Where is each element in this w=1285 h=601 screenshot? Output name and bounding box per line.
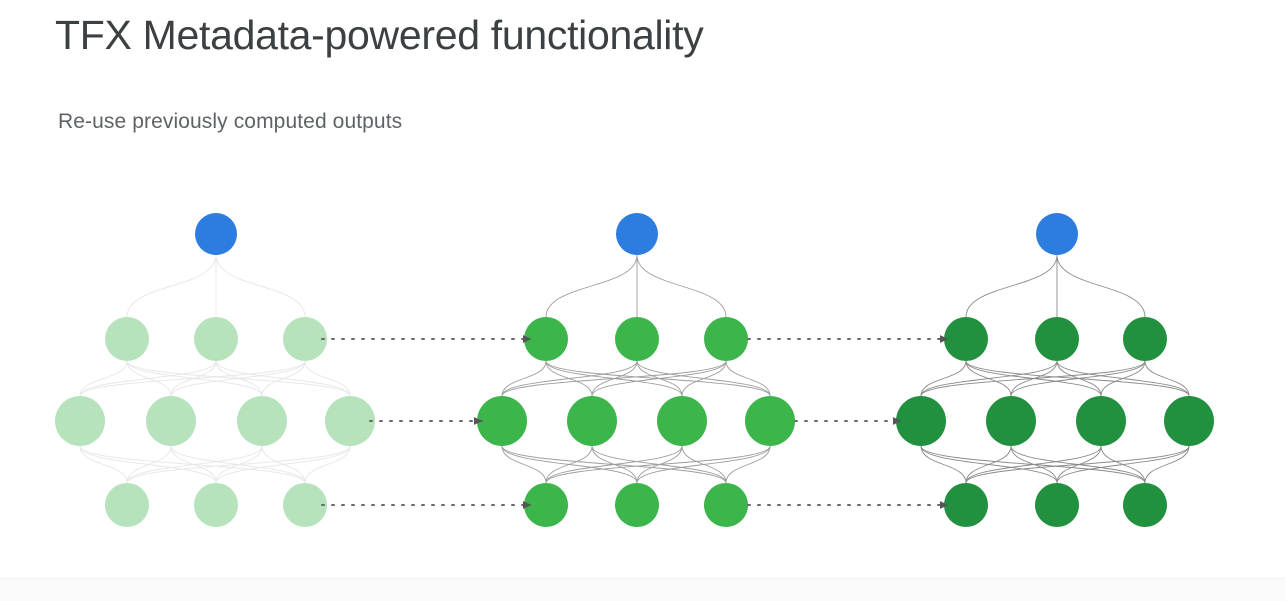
node-group-2-bottom-2[interactable] (704, 483, 748, 527)
node-group-1-top-1[interactable] (194, 317, 238, 361)
node-group-3-top-0[interactable] (944, 317, 988, 361)
edges (501, 254, 771, 484)
slide-bottom-band (0, 578, 1285, 601)
network-group-group-1 (55, 213, 375, 527)
node-group-1-top-2[interactable] (283, 317, 327, 361)
node-group-1-bottom-0[interactable] (105, 483, 149, 527)
node-group-2-top-2[interactable] (704, 317, 748, 361)
nodes (896, 213, 1214, 527)
node-group-1-bottom-1[interactable] (194, 483, 238, 527)
node-group-3-middle-1[interactable] (986, 396, 1036, 446)
root-node-group-1[interactable] (195, 213, 237, 255)
node-group-3-middle-0[interactable] (896, 396, 946, 446)
node-group-1-middle-3[interactable] (325, 396, 375, 446)
node-group-1-middle-1[interactable] (146, 396, 196, 446)
node-group-2-middle-0[interactable] (477, 396, 527, 446)
node-group-3-top-1[interactable] (1035, 317, 1079, 361)
node-group-2-top-0[interactable] (524, 317, 568, 361)
edges (79, 254, 351, 484)
edges (920, 254, 1190, 484)
node-group-2-middle-1[interactable] (567, 396, 617, 446)
nodes (477, 213, 795, 527)
node-group-2-top-1[interactable] (615, 317, 659, 361)
page-subtitle: Re-use previously computed outputs (58, 110, 403, 133)
node-group-3-top-2[interactable] (1123, 317, 1167, 361)
node-group-2-middle-3[interactable] (745, 396, 795, 446)
node-group-2-bottom-1[interactable] (615, 483, 659, 527)
root-node-group-2[interactable] (616, 213, 658, 255)
node-group-3-bottom-2[interactable] (1123, 483, 1167, 527)
network-group-group-2 (477, 213, 795, 527)
nodes (55, 213, 375, 527)
page-title: TFX Metadata-powered functionality (55, 12, 704, 58)
node-group-2-middle-2[interactable] (657, 396, 707, 446)
node-group-1-middle-2[interactable] (237, 396, 287, 446)
node-group-1-bottom-2[interactable] (283, 483, 327, 527)
node-group-3-middle-3[interactable] (1164, 396, 1214, 446)
network-group-group-3 (896, 213, 1214, 527)
node-group-2-bottom-0[interactable] (524, 483, 568, 527)
node-group-3-bottom-0[interactable] (944, 483, 988, 527)
node-group-1-top-0[interactable] (105, 317, 149, 361)
root-node-group-3[interactable] (1036, 213, 1078, 255)
node-group-1-middle-0[interactable] (55, 396, 105, 446)
node-group-3-middle-2[interactable] (1076, 396, 1126, 446)
node-group-3-bottom-1[interactable] (1035, 483, 1079, 527)
